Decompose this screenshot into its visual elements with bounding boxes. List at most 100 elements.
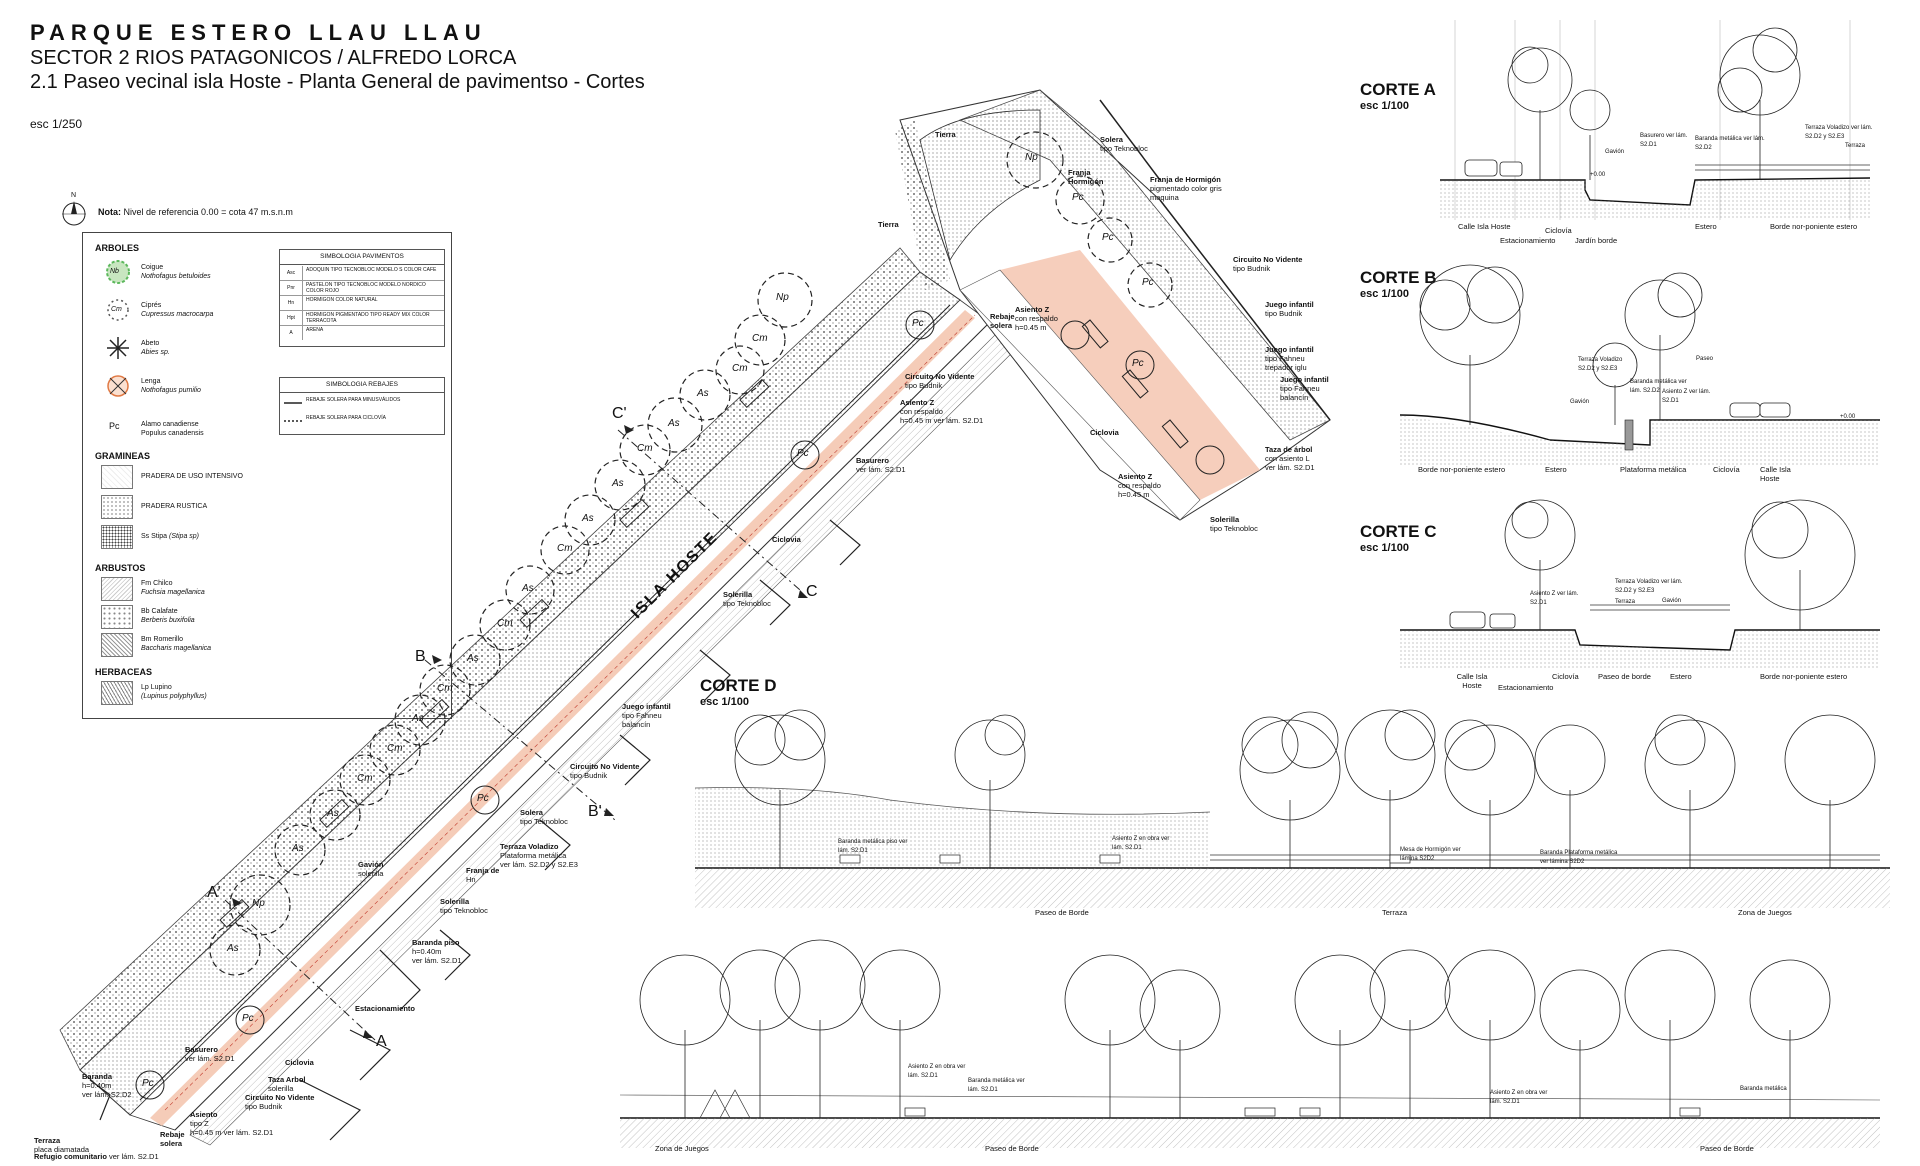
corte-b-label: Borde nor-poniente estero — [1418, 465, 1506, 474]
corte-d-label: Zona de Juegos — [1738, 908, 1792, 917]
tree-code: As — [522, 583, 534, 594]
cut-mark-a: A — [376, 1033, 387, 1050]
tree-code: Pc — [1132, 358, 1144, 369]
corte-b-note: Paseo — [1696, 356, 1714, 362]
reference-note: Nota: Nivel de referencia 0.00 = cota 47… — [98, 207, 293, 217]
legend-pradera-intensivo: PRADERA DE USO INTENSIVO — [141, 473, 243, 480]
tree-code: As — [582, 513, 594, 524]
small-tree-circles — [135, 310, 1225, 1100]
corte-c-label: Borde nor-poniente estero — [1760, 672, 1848, 681]
corte-d-note: Asiento Z en obra ver lám. S2.D1 — [1112, 836, 1170, 851]
corte-b-label: Calle Isla Hoste — [1760, 465, 1791, 483]
calafate-swatch — [101, 605, 133, 629]
corte-c-note: Asiento Z ver lám. S2.D1 — [1530, 591, 1579, 606]
corte-b-label: Estero — [1545, 465, 1567, 474]
corte-a-label: Ciclovía — [1545, 226, 1572, 235]
tree-code: Cm — [557, 543, 573, 554]
corte-b-note: Asiento Z ver lám. S2.D1 — [1662, 389, 1711, 404]
romerillo-swatch — [101, 633, 133, 657]
plan-label: Estacionamiento — [355, 1004, 416, 1013]
corte-a-note: Terraza — [1845, 143, 1866, 149]
corte-c-note: Terraza Voladizo ver lám. S2.D2 y S2.E3 — [1615, 579, 1683, 594]
section-markers — [232, 425, 808, 1038]
corte-b-title: CORTE B — [1360, 268, 1437, 287]
corte-c-note: Gavión — [1662, 598, 1682, 604]
plan-label: Tierra — [878, 220, 899, 229]
cut-mark-c: C — [806, 583, 818, 600]
legend-heading-herbaceas: HERBACEAS — [95, 667, 153, 677]
corte-b-level: +0.00 — [1840, 414, 1856, 420]
legend-heading-gramineas: GRAMINEAS — [95, 451, 151, 461]
corte-d-label: Paseo de Borde — [1035, 908, 1089, 917]
stipa-swatch — [101, 525, 133, 549]
corte-c-label: Ciclovía — [1552, 672, 1579, 681]
plan-label: Ciclovia — [772, 535, 801, 544]
tree-code: As — [412, 713, 424, 724]
branch-edges — [1099, 99, 1331, 421]
tree-code: Cm — [497, 618, 513, 629]
tree-code: As — [292, 843, 304, 854]
corte-a-drawing — [1440, 20, 1870, 220]
page-title: PARQUE ESTERO LLAU LLAU — [30, 20, 487, 45]
section-cut-lines — [224, 429, 801, 1041]
cut-mark-c-prime: C' — [612, 405, 627, 422]
pradera-intensivo-swatch — [101, 465, 133, 489]
tree-code: Np — [776, 292, 789, 303]
corte-b-scale: esc 1/100 — [1360, 288, 1409, 300]
corte-c-label: Estero — [1670, 672, 1692, 681]
corte-d-note: Baranda metálica piso ver lám. S2.D1 — [838, 839, 908, 854]
corte-d-note: Asiento Z en obra ver lám. S2.D1 — [1490, 1090, 1548, 1105]
corte-c-drawing — [1400, 499, 1880, 670]
chilco-swatch — [101, 577, 133, 601]
legend-heading-arboles: ARBOLES — [95, 243, 140, 253]
tree-code: As — [467, 653, 479, 664]
corte-a-scale: esc 1/100 — [1360, 100, 1409, 112]
tree-code: Pc — [477, 793, 489, 804]
corte-d-note: Asiento Z en obra ver lám. S2.D1 — [908, 1064, 966, 1079]
tree-code: As — [697, 388, 709, 399]
tree-code: As — [327, 808, 339, 819]
tree-code: Pc — [797, 448, 809, 459]
corte-a-label: Borde nor-poniente estero — [1770, 222, 1858, 231]
page-subtitle: SECTOR 2 RIOS PATAGONICOS / ALFREDO LORC… — [30, 47, 517, 69]
cut-mark-b-prime: B' — [588, 803, 602, 820]
corte-c-note: Terraza — [1615, 599, 1636, 605]
plan-label: Tierra — [935, 130, 956, 139]
page-subtitle-2: 2.1 Paseo vecinal isla Hoste - Planta Ge… — [30, 71, 645, 93]
plan-label: Ciclovia — [1090, 428, 1119, 437]
coigue-tree-icon — [106, 260, 130, 284]
tree-code: Cm — [357, 773, 373, 784]
tree-code: Pc — [912, 318, 924, 329]
corte-a-note: Terraza Voladizo ver lám. S2.D2 y S2.E3 — [1805, 125, 1873, 140]
legend-lupino: Lp Lupino(Lupinus polyphyllus) — [141, 684, 207, 700]
corte-a-level: +0.00 — [1590, 172, 1606, 178]
corte-b-label: Ciclovía — [1713, 465, 1740, 474]
corte-d-top-drawing — [694, 709, 1890, 908]
corte-d-label: Terraza — [1382, 908, 1408, 917]
tree-code: Pc — [242, 1013, 254, 1024]
corte-d-label: Paseo de Borde — [985, 1144, 1039, 1153]
tree-code: Cm — [732, 363, 748, 374]
